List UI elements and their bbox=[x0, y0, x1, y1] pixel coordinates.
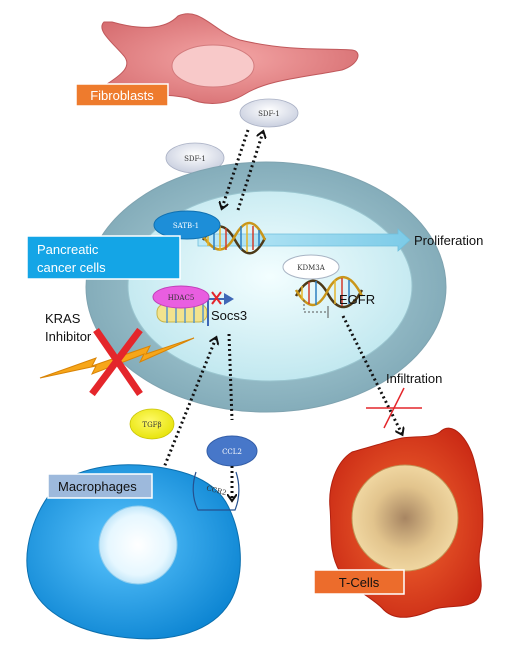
kras-label-line2: Inhibitor bbox=[45, 329, 92, 344]
fibroblast-nucleus bbox=[171, 44, 255, 88]
socs3-block-x2 bbox=[211, 291, 222, 305]
t-cell-nucleus bbox=[351, 464, 459, 572]
proliferation-label: Proliferation bbox=[414, 233, 483, 248]
socs3-label: Socs3 bbox=[211, 308, 247, 323]
ccl2-label: CCL2 bbox=[222, 448, 242, 456]
infiltration-label: Infiltration bbox=[386, 371, 442, 386]
satb1-label: SATB-1 bbox=[173, 222, 199, 230]
hdac5-label: HDAC5 bbox=[168, 294, 195, 302]
sdf1-satb1-arrow-down bbox=[222, 129, 250, 208]
kdm3a-oval bbox=[282, 254, 340, 280]
egfr-label: EGFR bbox=[339, 292, 375, 307]
kras-inhibitor-x2 bbox=[89, 327, 143, 397]
socs3-promoter-arrowhead bbox=[224, 293, 234, 305]
hdac5-oval bbox=[152, 285, 210, 309]
socs3-chromatin bbox=[156, 303, 208, 323]
macrophages-label-box bbox=[47, 473, 153, 499]
egfr-dna-helix bbox=[294, 276, 364, 318]
pancreatic-label-box bbox=[26, 235, 181, 280]
sdf1-label-top: SDF-1 bbox=[258, 110, 280, 118]
fibroblasts-label-box bbox=[75, 83, 169, 107]
pancreatic-label-line1: Pancreatic bbox=[37, 242, 99, 257]
kdm3a-label: KDM3A bbox=[297, 264, 325, 272]
macrophage: CCR2 bbox=[26, 464, 241, 640]
ccr2-receptor bbox=[192, 471, 240, 511]
macrophage-nucleus bbox=[98, 505, 178, 585]
sdf1-oval-top bbox=[239, 98, 299, 128]
t-cell: T-Cells bbox=[313, 427, 484, 618]
socs3-ccl2-arrow bbox=[227, 333, 234, 421]
tcells-label-box bbox=[313, 569, 405, 595]
egfr-tcell-arrow bbox=[341, 315, 402, 434]
fibroblast: Fibroblasts bbox=[75, 13, 359, 107]
pancreatic-label-line2: cancer cells bbox=[37, 260, 106, 275]
sdf1-satb1-arrow-up bbox=[236, 132, 263, 211]
proliferation-arrow bbox=[197, 228, 411, 252]
kras-label-line1: KRAS bbox=[45, 311, 81, 326]
tgfb-oval bbox=[129, 408, 175, 440]
tcells-label: T-Cells bbox=[339, 575, 380, 590]
macrophage-socs3-arrow bbox=[161, 338, 216, 471]
tgfb-label: TGFβ bbox=[142, 421, 161, 429]
sdf1-label-left: SDF-1 bbox=[184, 155, 206, 163]
macrophages-label: Macrophages bbox=[58, 479, 137, 494]
infiltration-block-slash bbox=[383, 387, 405, 429]
fibroblasts-label: Fibroblasts bbox=[90, 88, 154, 103]
satb1-oval bbox=[153, 210, 221, 240]
